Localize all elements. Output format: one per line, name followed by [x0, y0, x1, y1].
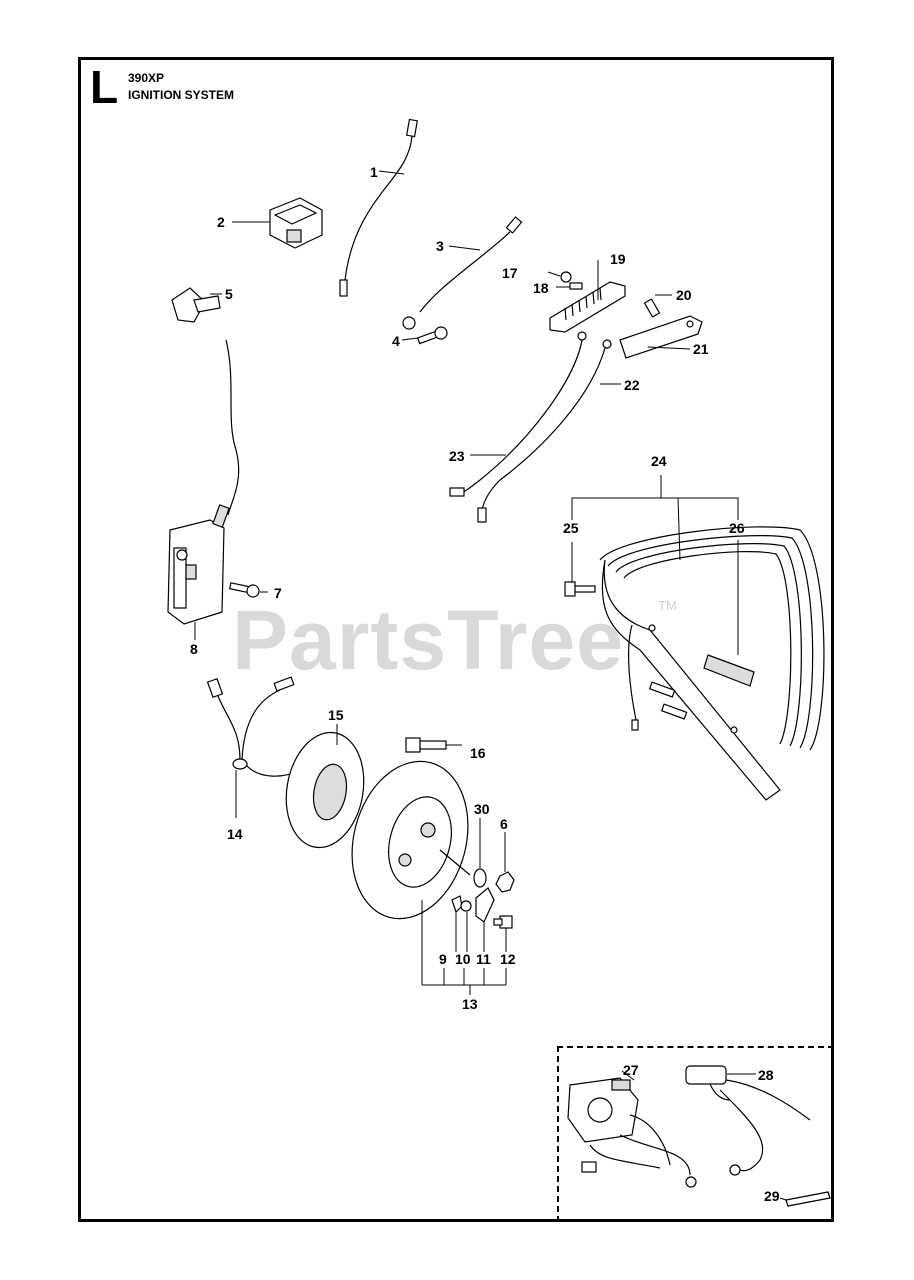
callout-29: 29: [764, 1188, 780, 1204]
callout-12: 12: [500, 951, 516, 967]
callout-3: 3: [436, 238, 444, 254]
callout-30: 30: [474, 801, 490, 817]
part-8-ignition-module[interactable]: [167, 504, 230, 640]
part-12-screw[interactable]: [493, 915, 513, 929]
model-number: 390XP: [128, 71, 165, 85]
part-18-screw[interactable]: [556, 282, 583, 290]
part-4-screw[interactable]: [401, 326, 448, 345]
callout-17: 17: [502, 265, 518, 281]
callout-14: 14: [227, 826, 243, 842]
part-7-screw[interactable]: [228, 582, 268, 598]
part-28-ignition-module-alt[interactable]: [685, 1065, 811, 1176]
callout-26: 26: [729, 520, 745, 536]
inset-alternate-parts-box: [557, 1046, 834, 1222]
callout-15: 15: [328, 707, 344, 723]
part-19-bracket[interactable]: [549, 260, 626, 333]
callout-18: 18: [533, 280, 549, 296]
callout-10: 10: [455, 951, 471, 967]
handle-screws: [628, 624, 688, 731]
callout-23: 23: [449, 448, 465, 464]
callout-22: 22: [624, 377, 640, 393]
part-22-wire[interactable]: [477, 339, 621, 523]
part-15-stator[interactable]: [278, 724, 373, 854]
callout-21: 21: [693, 341, 709, 357]
callout-27: 27: [623, 1062, 639, 1078]
callout-13: 13: [462, 996, 478, 1012]
callout-11: 11: [476, 951, 491, 967]
callout-2: 2: [217, 214, 225, 230]
flywheel: [351, 760, 471, 920]
ignition-lead: [225, 339, 240, 516]
part-27-ignition-module-alt[interactable]: [567, 1070, 697, 1188]
callout-8: 8: [190, 641, 198, 657]
part-3-wire[interactable]: [402, 216, 523, 330]
callout-5: 5: [225, 286, 233, 302]
part-25-screw[interactable]: [564, 542, 596, 597]
part-16-screw[interactable]: [405, 737, 462, 753]
callout-16: 16: [470, 745, 486, 761]
callout-25: 25: [563, 520, 579, 536]
callout-24: 24: [651, 453, 667, 469]
part-23-wire[interactable]: [449, 331, 587, 497]
callout-9: 9: [439, 951, 447, 967]
part-20-pin[interactable]: [643, 294, 672, 318]
part-5-spark-plug-cap[interactable]: [171, 287, 222, 323]
part-6-nut[interactable]: [495, 832, 515, 893]
callout-19: 19: [610, 251, 626, 267]
part-1-wire[interactable]: [339, 118, 419, 297]
callout-1: 1: [370, 164, 378, 180]
section-letter: L: [90, 61, 119, 113]
part-13-bracket-lines: [421, 900, 507, 995]
part-26-spring[interactable]: [703, 540, 755, 687]
watermark: PartsTree: [232, 593, 624, 687]
callout-20: 20: [676, 287, 692, 303]
diagram-frame: [78, 57, 834, 1222]
callout-7: 7: [274, 585, 282, 601]
diagram-title: IGNITION SYSTEM: [128, 88, 235, 102]
part-9-key[interactable]: [451, 895, 463, 914]
callout-6: 6: [500, 816, 508, 832]
callout-4: 4: [392, 333, 400, 349]
watermark-trademark: TM: [658, 598, 677, 613]
part-21-plate[interactable]: [619, 315, 703, 359]
callout-28: 28: [758, 1067, 774, 1083]
part-17-washer[interactable]: [547, 271, 572, 283]
part-29-clip[interactable]: [779, 1191, 831, 1207]
part-2-stop-switch[interactable]: [232, 197, 323, 249]
part-24-handle-assembly[interactable]: [571, 475, 825, 801]
part-10-washer[interactable]: [460, 900, 472, 912]
part-11-pawl[interactable]: [475, 887, 495, 923]
part-30-washer[interactable]: [473, 818, 487, 888]
